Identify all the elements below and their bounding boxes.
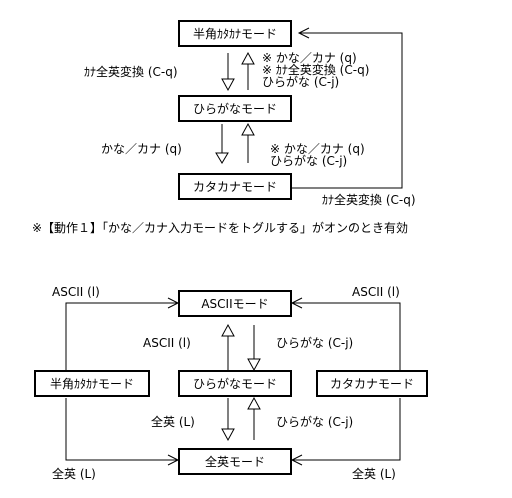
arrowhead-down bbox=[221, 78, 235, 92]
katakana-mode-box: カタカナモード bbox=[316, 370, 428, 397]
arrowhead-open bbox=[290, 297, 303, 309]
arrowhead-open bbox=[290, 454, 303, 466]
note-line: ひらがな (C-j) bbox=[270, 154, 348, 168]
hankaku-katakana-mode-box: 半角ｶﾀｶﾅモード bbox=[34, 370, 150, 397]
arrowhead-down bbox=[221, 428, 235, 442]
footnote: ※【動作１】「かな／カナ入力モードをトグルする」がオンのとき有効 bbox=[32, 221, 409, 235]
arrowhead-up bbox=[241, 51, 255, 65]
arrowhead-open bbox=[297, 27, 310, 39]
note-line: ※ ｶﾅ全英変換 (C-q) bbox=[262, 63, 370, 77]
label-ascii-mid: ASCII (l) bbox=[143, 336, 191, 350]
label-kana-kana-left: かな／カナ (q) bbox=[101, 142, 182, 156]
note-line: ひらがな (C-j) bbox=[262, 75, 340, 89]
hankaku-katakana-mode-box: 半角ｶﾀｶﾅモード bbox=[178, 20, 292, 47]
label-zenei-bottomright: 全英 (L) bbox=[352, 467, 396, 481]
arrow-katakana-to-zenei bbox=[292, 398, 401, 461]
note-line: ※ かな／カナ (q) bbox=[270, 142, 365, 156]
arrow-hankaku-to-zenei bbox=[65, 398, 178, 461]
arrowhead-up bbox=[241, 122, 255, 136]
hiragana-mode-box: ひらがなモード bbox=[178, 95, 292, 122]
label-kana-zenei-left: ｶﾅ全英変換 (C-q) bbox=[84, 65, 178, 79]
hiragana-mode-box: ひらがなモード bbox=[178, 370, 292, 397]
arrow-hankaku-to-ascii bbox=[65, 302, 178, 370]
label-ascii-topleft: ASCII (l) bbox=[52, 285, 100, 299]
label-hiragana-lower: ひらがな (C-j) bbox=[276, 415, 354, 429]
arrowhead-up bbox=[247, 396, 261, 410]
note-top: ※ かな／カナ (q) ※ ｶﾅ全英変換 (C-q) ひらがな (C-j) bbox=[262, 52, 369, 88]
arrow-katakana-to-ascii bbox=[292, 302, 401, 370]
arrow-katakana-to-hankaku bbox=[292, 32, 403, 189]
label-zenei-mid: 全英 (L) bbox=[151, 415, 195, 429]
zenei-mode-box: 全英モード bbox=[178, 448, 292, 475]
label-hiragana-upper: ひらがな (C-j) bbox=[276, 336, 354, 350]
label-zenei-bottomleft: 全英 (L) bbox=[52, 467, 96, 481]
arrowhead-down bbox=[215, 152, 229, 164]
note-mid: ※ かな／カナ (q) ひらがな (C-j) bbox=[270, 143, 365, 167]
note-line: ※ かな／カナ (q) bbox=[262, 51, 357, 65]
ascii-mode-box: ASCIIモード bbox=[178, 290, 292, 317]
label-kana-zenei-bottom: ｶﾅ全英変換 (C-q) bbox=[322, 193, 416, 207]
katakana-mode-box: カタカナモード bbox=[178, 173, 292, 200]
arrowhead-down bbox=[247, 358, 261, 372]
label-ascii-topright: ASCII (l) bbox=[352, 285, 400, 299]
arrowhead-up bbox=[221, 323, 235, 337]
